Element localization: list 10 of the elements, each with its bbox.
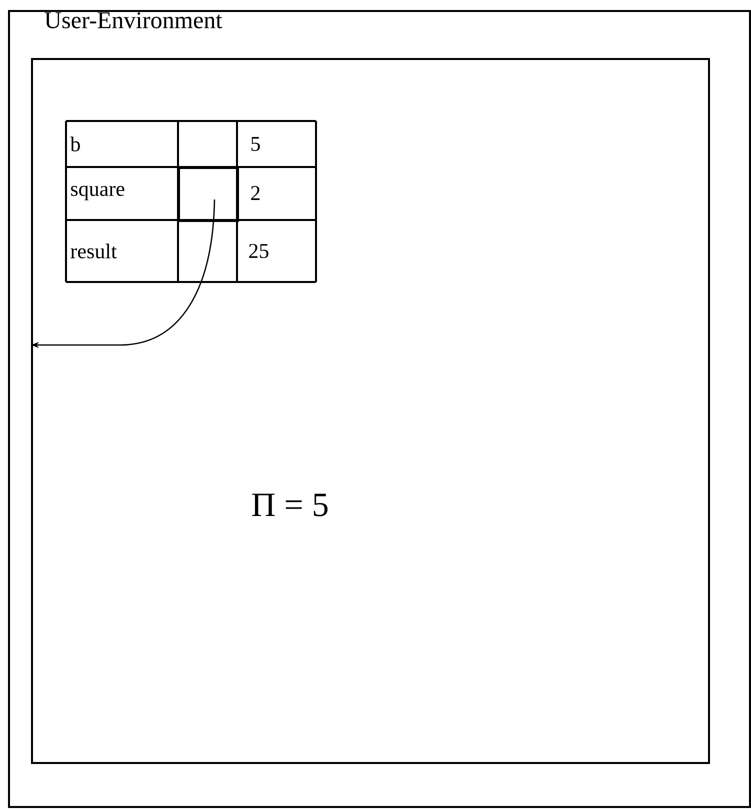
heading: User-Environment xyxy=(44,12,222,28)
equation-text: Π = 5 xyxy=(252,494,328,516)
environment-box xyxy=(8,10,751,808)
table-text: result xyxy=(70,244,117,258)
table-text: square xyxy=(71,186,124,200)
inner-box xyxy=(31,58,710,764)
table-cell xyxy=(178,167,239,222)
table-text: 25 xyxy=(249,244,268,258)
table-text: b xyxy=(70,136,80,152)
table-text: 5 xyxy=(251,137,260,151)
